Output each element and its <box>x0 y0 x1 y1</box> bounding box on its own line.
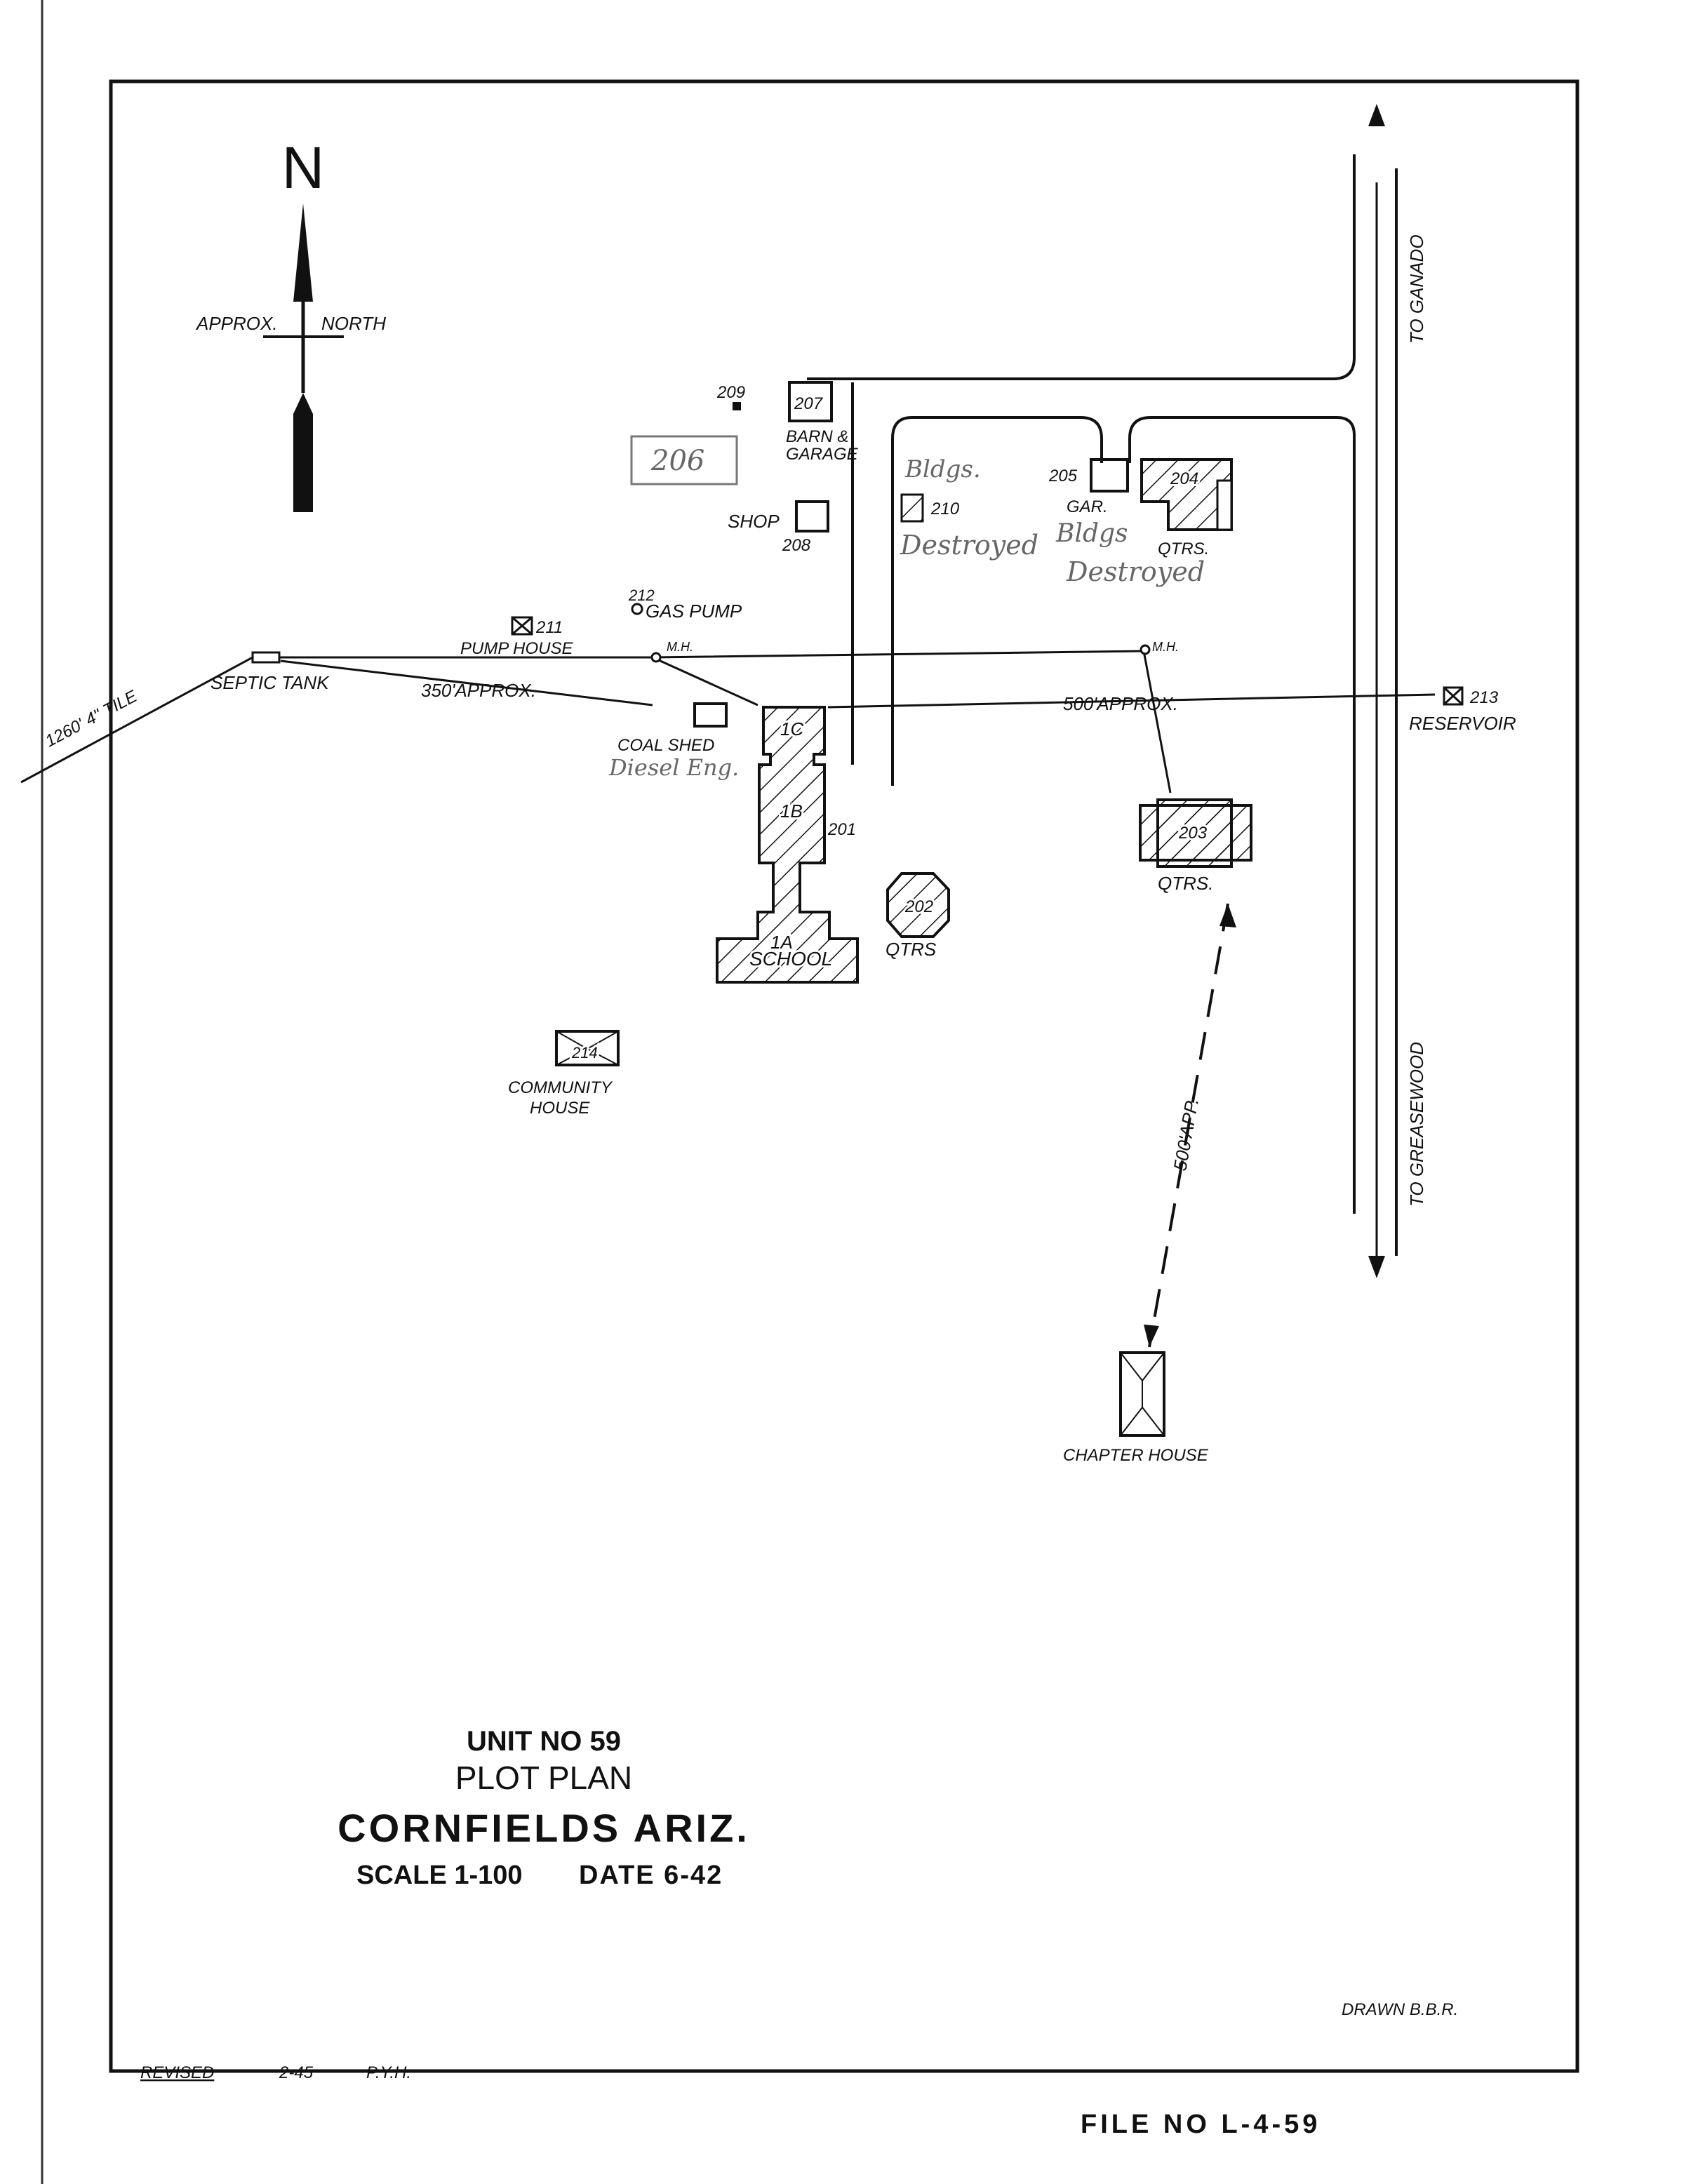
tile-label: 1260' 4" TILE <box>42 686 141 751</box>
shop-label: SHOP <box>728 511 780 532</box>
north-arrow: N APPROX. NORTH <box>195 135 386 512</box>
b214-label: 214 <box>571 1044 598 1061</box>
unit-no: UNIT NO 59 <box>467 1726 621 1757</box>
plot-plan-title: PLOT PLAN <box>455 1760 632 1796</box>
approx-500-app-label: 500'APP. <box>1169 1097 1203 1172</box>
drawing-border <box>109 79 1579 2073</box>
drawn-label: DRAWN B.B.R. <box>1342 2000 1458 2019</box>
b201-label: 201 <box>827 820 856 839</box>
b213-label: 213 <box>1469 688 1499 707</box>
b202-label: 202 <box>904 897 933 916</box>
revised-by: P.Y.H. <box>366 2063 411 2082</box>
qtrs-202-label: QTRS <box>886 939 937 960</box>
building-214-community-house <box>555 1030 620 1066</box>
coal-shed <box>693 702 728 728</box>
to-greasewood-label: TO GREASEWOOD <box>1406 1042 1427 1207</box>
bldgs-destroyed-2b: Destroyed <box>1066 556 1205 587</box>
b212-label: 212 <box>628 587 655 604</box>
building-207 <box>788 381 833 422</box>
building-206 <box>630 435 738 485</box>
septic-tank-label: SEPTIC TANK <box>210 672 330 693</box>
chapter-house-label: CHAPTER HOUSE <box>1063 1446 1209 1465</box>
b206-label: 206 <box>650 445 704 477</box>
north-letter: N <box>282 135 325 201</box>
building-202 <box>886 872 950 938</box>
b203-label: 203 <box>1178 824 1208 843</box>
bldgs-destroyed-2a: Bldgs <box>1055 519 1128 548</box>
coal-shed-label: COAL SHED <box>617 736 714 755</box>
school-label: SCHOOL <box>749 948 832 970</box>
mh2-label: M.H. <box>1152 640 1179 654</box>
date-label: DATE 6-42 <box>579 1861 723 1890</box>
septic-tank <box>251 651 281 664</box>
gas-pump-label: GAS PUMP <box>646 601 742 622</box>
building-204 <box>1140 458 1233 531</box>
b205-label: 205 <box>1048 467 1078 485</box>
b209-label: 209 <box>716 383 745 402</box>
community-label-1: COMMUNITY <box>508 1078 613 1097</box>
mh1-label: M.H. <box>667 640 693 654</box>
approx-500-label: 500'APPROX. <box>1063 693 1178 714</box>
building-208-shop <box>795 500 829 532</box>
pump-house-label: PUMP HOUSE <box>460 639 573 658</box>
diesel-label: Diesel Eng. <box>608 754 739 781</box>
water-lines: 350'APPROX. 500'APPROX. <box>280 659 1436 714</box>
file-no: FILE NO L-4-59 <box>1081 2110 1321 2139</box>
b204-label: 204 <box>1170 469 1198 488</box>
b208-label: 208 <box>782 536 811 555</box>
qtrs-203-label: QTRS. <box>1158 873 1213 894</box>
b1a-label: 1A <box>770 932 793 953</box>
reservoir-213 <box>1443 686 1464 706</box>
qtrs-204-label: QTRS. <box>1158 540 1209 558</box>
building-210 <box>900 493 924 523</box>
gas-pump-212 <box>631 603 643 615</box>
path-to-chapter-house: 500'APP. <box>1144 903 1236 1348</box>
building-209 <box>733 402 741 410</box>
b207-label: 207 <box>794 394 824 413</box>
scale-label: SCALE 1-100 <box>356 1861 523 1890</box>
b1b-label: 1B <box>780 800 803 822</box>
building-211-pump-house <box>511 616 533 636</box>
highway: TO GANADO TO GREASEWOOD <box>807 104 1427 1278</box>
north-label: NORTH <box>321 313 386 334</box>
building-205 <box>1090 458 1129 493</box>
b210-label: 210 <box>930 500 960 518</box>
community-label-2: HOUSE <box>530 1099 590 1118</box>
revised-date: 2-45 <box>279 2063 314 2082</box>
chapter-house <box>1119 1351 1165 1437</box>
place-title: CORNFIELDS ARIZ. <box>338 1806 750 1850</box>
b1c-label: 1C <box>780 718 803 739</box>
gar-label: GAR. <box>1067 497 1108 516</box>
b211-label: 211 <box>535 618 563 637</box>
bldgs-destroyed-1b: Destroyed <box>900 530 1038 561</box>
barn-garage-label-2: GARAGE <box>786 445 859 464</box>
building-201-school <box>716 706 859 984</box>
revised-label: REVISED <box>140 2063 214 2082</box>
approx-350-label: 350'APPROX. <box>421 680 536 701</box>
reservoir-label: RESERVOIR <box>1409 713 1516 734</box>
barn-garage-label-1: BARN & <box>786 427 848 446</box>
bldgs-destroyed-1a: Bldgs. <box>904 455 981 483</box>
to-ganado-label: TO GANADO <box>1406 234 1427 344</box>
sewer-line: SEPTIC TANK 1260' 4" TILE M.H. M.H. <box>20 640 1179 793</box>
title-block: UNIT NO 59 PLOT PLAN CORNFIELDS ARIZ. SC… <box>338 1726 750 1890</box>
approx-label: APPROX. <box>195 313 278 334</box>
